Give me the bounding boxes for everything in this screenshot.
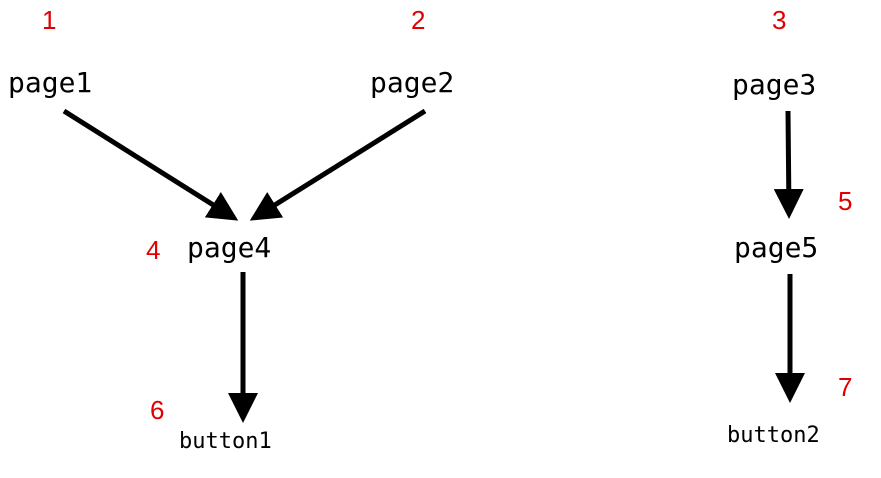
number-4: 4 <box>146 235 161 265</box>
node-page3: page3 <box>732 68 817 101</box>
node-page4: page4 <box>187 231 272 264</box>
number-2: 2 <box>411 5 426 35</box>
node-page2: page2 <box>370 66 455 99</box>
node-page5: page5 <box>734 231 819 264</box>
number-3: 3 <box>772 5 787 35</box>
node-page1: page1 <box>8 66 93 99</box>
number-7: 7 <box>838 372 853 402</box>
number-5: 5 <box>838 186 853 216</box>
edge-page3-page5 <box>773 110 804 219</box>
edge-page2-page4 <box>249 108 427 221</box>
edge-page1-page4 <box>62 108 239 221</box>
number-6: 6 <box>150 395 165 425</box>
number-1: 1 <box>42 5 57 35</box>
node-button2: button2 <box>727 423 820 448</box>
node-button1: button1 <box>179 429 272 454</box>
